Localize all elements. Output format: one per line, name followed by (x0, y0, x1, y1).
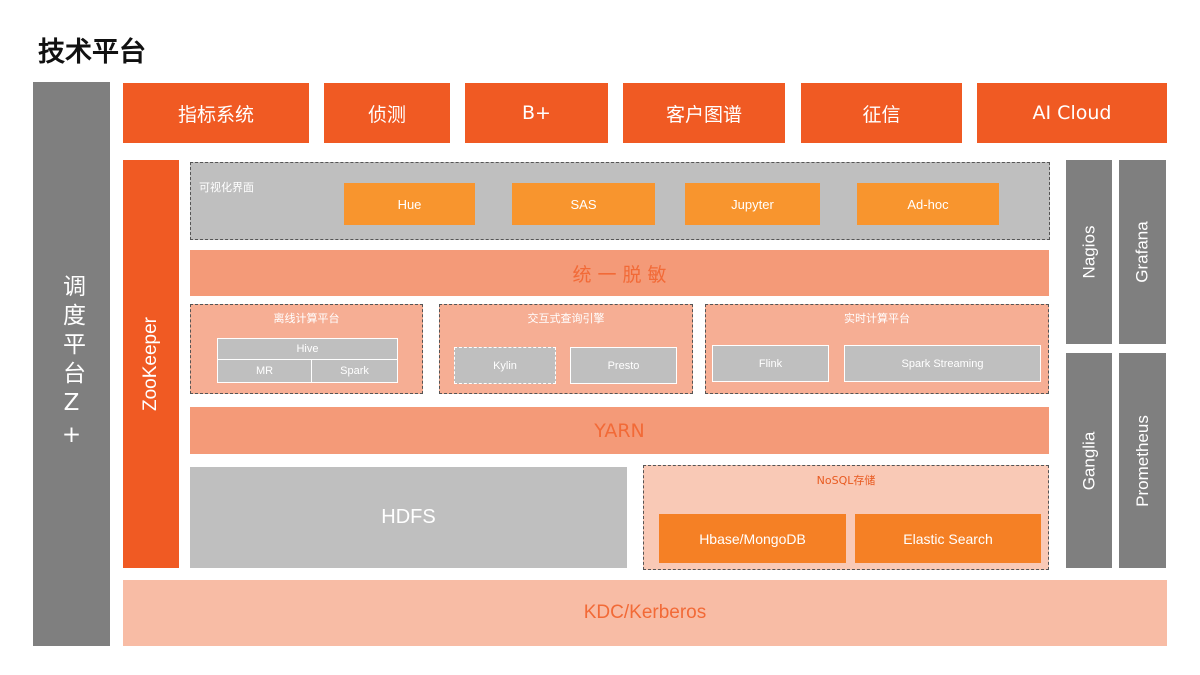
monitor-label: Ganglia (1079, 431, 1099, 490)
kylin-box: Kylin (454, 347, 556, 384)
tool-label: Jupyter (731, 196, 774, 212)
app-indicator-system: 指标系统 (123, 83, 309, 143)
tool-sas: SAS (512, 183, 655, 225)
tool-label: Hue (397, 196, 422, 212)
mr-label: MR (255, 365, 274, 377)
unified-desensitization-band: 统 一 脱 敏 (190, 250, 1049, 296)
kylin-label: Kylin (493, 359, 517, 372)
zookeeper-label: ZooKeeper (140, 316, 162, 412)
scheduler-label: 调度平台Z+ (58, 274, 85, 454)
realtime-platform-title: 实时计算平台 (844, 312, 910, 325)
yarn-band: YARN (190, 407, 1049, 454)
monitor-ganglia: Ganglia (1066, 353, 1112, 568)
elastic-search-label: Elastic Search (903, 530, 993, 547)
presto-label: Presto (607, 359, 640, 372)
hdfs-box: HDFS (190, 467, 627, 568)
tool-jupyter: Jupyter (685, 183, 820, 225)
app-label: 客户图谱 (665, 103, 742, 126)
tool-adhoc: Ad-hoc (857, 183, 999, 225)
spark-streaming-box: Spark Streaming (844, 345, 1041, 382)
hdfs-label: HDFS (381, 506, 436, 528)
flink-box: Flink (712, 345, 829, 382)
interactive-engine-title: 交互式查询引擎 (527, 312, 605, 325)
app-b-plus: B+ (465, 83, 608, 143)
flink-label: Flink (758, 357, 783, 370)
app-label: B+ (522, 102, 551, 124)
app-detection: 侦测 (324, 83, 450, 143)
spark-streaming-label: Spark Streaming (901, 357, 984, 370)
app-label: 征信 (862, 103, 901, 126)
monitor-label: Nagios (1079, 225, 1099, 279)
hbase-mongodb-box: Hbase/MongoDB (659, 514, 846, 563)
desensitization-label: 统 一 脱 敏 (572, 263, 667, 286)
scheduler-platform: 调度平台Z+ (33, 82, 110, 646)
mr-box: MR (217, 359, 312, 383)
kdc-label: KDC/Kerberos (583, 602, 707, 623)
spark-box: Spark (311, 359, 398, 383)
app-label: 侦测 (367, 103, 406, 126)
tool-label: Ad-hoc (907, 196, 949, 212)
monitor-label: Grafana (1132, 221, 1152, 283)
nosql-title: NoSQL存储 (816, 474, 876, 487)
tool-hue: Hue (344, 183, 475, 225)
app-ai-cloud: AI Cloud (977, 83, 1167, 143)
hbase-mongodb-label: Hbase/MongoDB (699, 530, 806, 547)
monitor-label: Prometheus (1132, 414, 1152, 507)
app-credit: 征信 (801, 83, 962, 143)
page-title: 技术平台 (38, 37, 146, 68)
zookeeper-column: ZooKeeper (123, 160, 179, 568)
monitor-prometheus: Prometheus (1119, 353, 1166, 568)
tool-label: SAS (570, 196, 597, 212)
kdc-kerberos-band: KDC/Kerberos (123, 580, 1167, 646)
app-label: AI Cloud (1032, 102, 1112, 124)
elastic-search-box: Elastic Search (855, 514, 1041, 563)
presto-box: Presto (570, 347, 677, 384)
yarn-label: YARN (594, 419, 645, 442)
offline-platform-title: 离线计算平台 (273, 312, 340, 325)
monitor-nagios: Nagios (1066, 160, 1112, 344)
hive-box: Hive (217, 338, 398, 360)
monitor-grafana: Grafana (1119, 160, 1166, 344)
hive-label: Hive (296, 343, 319, 355)
visualization-label: 可视化界面 (199, 181, 254, 194)
spark-label: Spark (340, 365, 369, 377)
app-label: 指标系统 (177, 103, 254, 126)
app-customer-graph: 客户图谱 (623, 83, 785, 143)
